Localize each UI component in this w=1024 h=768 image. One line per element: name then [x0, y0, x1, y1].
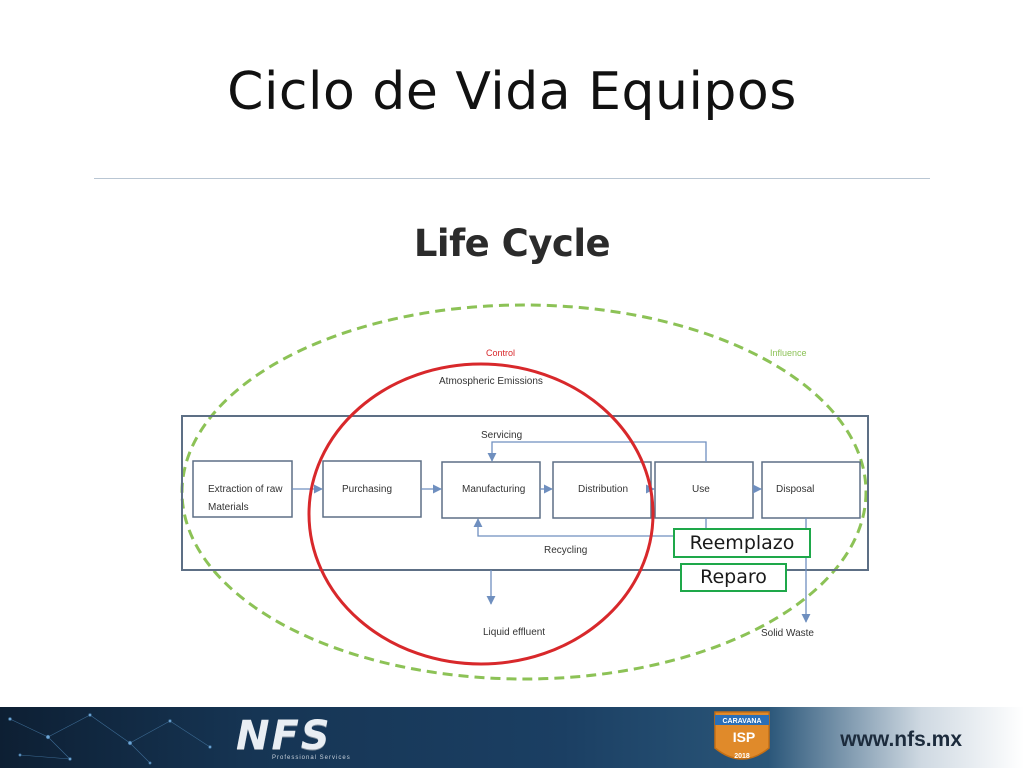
servicing-label: Servicing [481, 430, 522, 441]
footer-bar: NFS Professional Services [0, 707, 1024, 768]
stage-extraction-line1: Extraction of raw [208, 484, 283, 495]
stage-purchasing-label: Purchasing [342, 484, 392, 495]
stage-manufacturing-label: Manufacturing [462, 484, 525, 495]
stage-use-label: Use [692, 484, 710, 495]
stage-manufacturing: Manufacturing [441, 461, 541, 519]
recycling-loop [473, 518, 707, 537]
control-circle [307, 362, 655, 666]
title-divider [94, 178, 930, 179]
slide-title: Ciclo de Vida Equipos [227, 62, 797, 122]
network-pattern-icon [8, 713, 212, 765]
badge-mid-text: ISP [733, 729, 756, 745]
control-label: Control [486, 348, 515, 358]
footer-url[interactable]: www.nfs.mx [840, 728, 962, 751]
diagram-title: Life Cycle [413, 222, 611, 265]
atmospheric-emissions-label: Atmospheric Emissions [439, 376, 543, 387]
callout-replace: Reemplazo [673, 528, 811, 558]
servicing-loop [487, 441, 707, 462]
stage-use: Use [654, 461, 754, 519]
stage-distribution: Distribution [552, 461, 652, 519]
solid-waste-label: Solid Waste [761, 628, 814, 639]
stage-disposal-label: Disposal [776, 484, 814, 495]
badge-year-text: 2018 [734, 753, 750, 760]
nfs-logo: NFS [236, 713, 332, 759]
system-boundary [181, 415, 869, 571]
influence-label: Influence [770, 348, 807, 358]
callout-repair: Reparo [680, 563, 787, 592]
life-cycle-diagram: Extraction of raw Materials Purchasing M… [180, 303, 869, 681]
caravana-isp-badge-icon: CARAVANA ISP 2018 [714, 711, 770, 760]
stage-extraction-line2: Materials [208, 502, 249, 513]
stage-extraction: Extraction of raw Materials [192, 460, 293, 518]
recycling-label: Recycling [544, 545, 587, 556]
stage-distribution-label: Distribution [578, 484, 628, 495]
badge-top-text: CARAVANA [722, 718, 761, 725]
liquid-effluent-label: Liquid effluent [483, 627, 545, 638]
stage-purchasing: Purchasing [322, 460, 422, 518]
stage-disposal: Disposal [761, 461, 861, 519]
nfs-logo-subtext: Professional Services [272, 755, 351, 761]
